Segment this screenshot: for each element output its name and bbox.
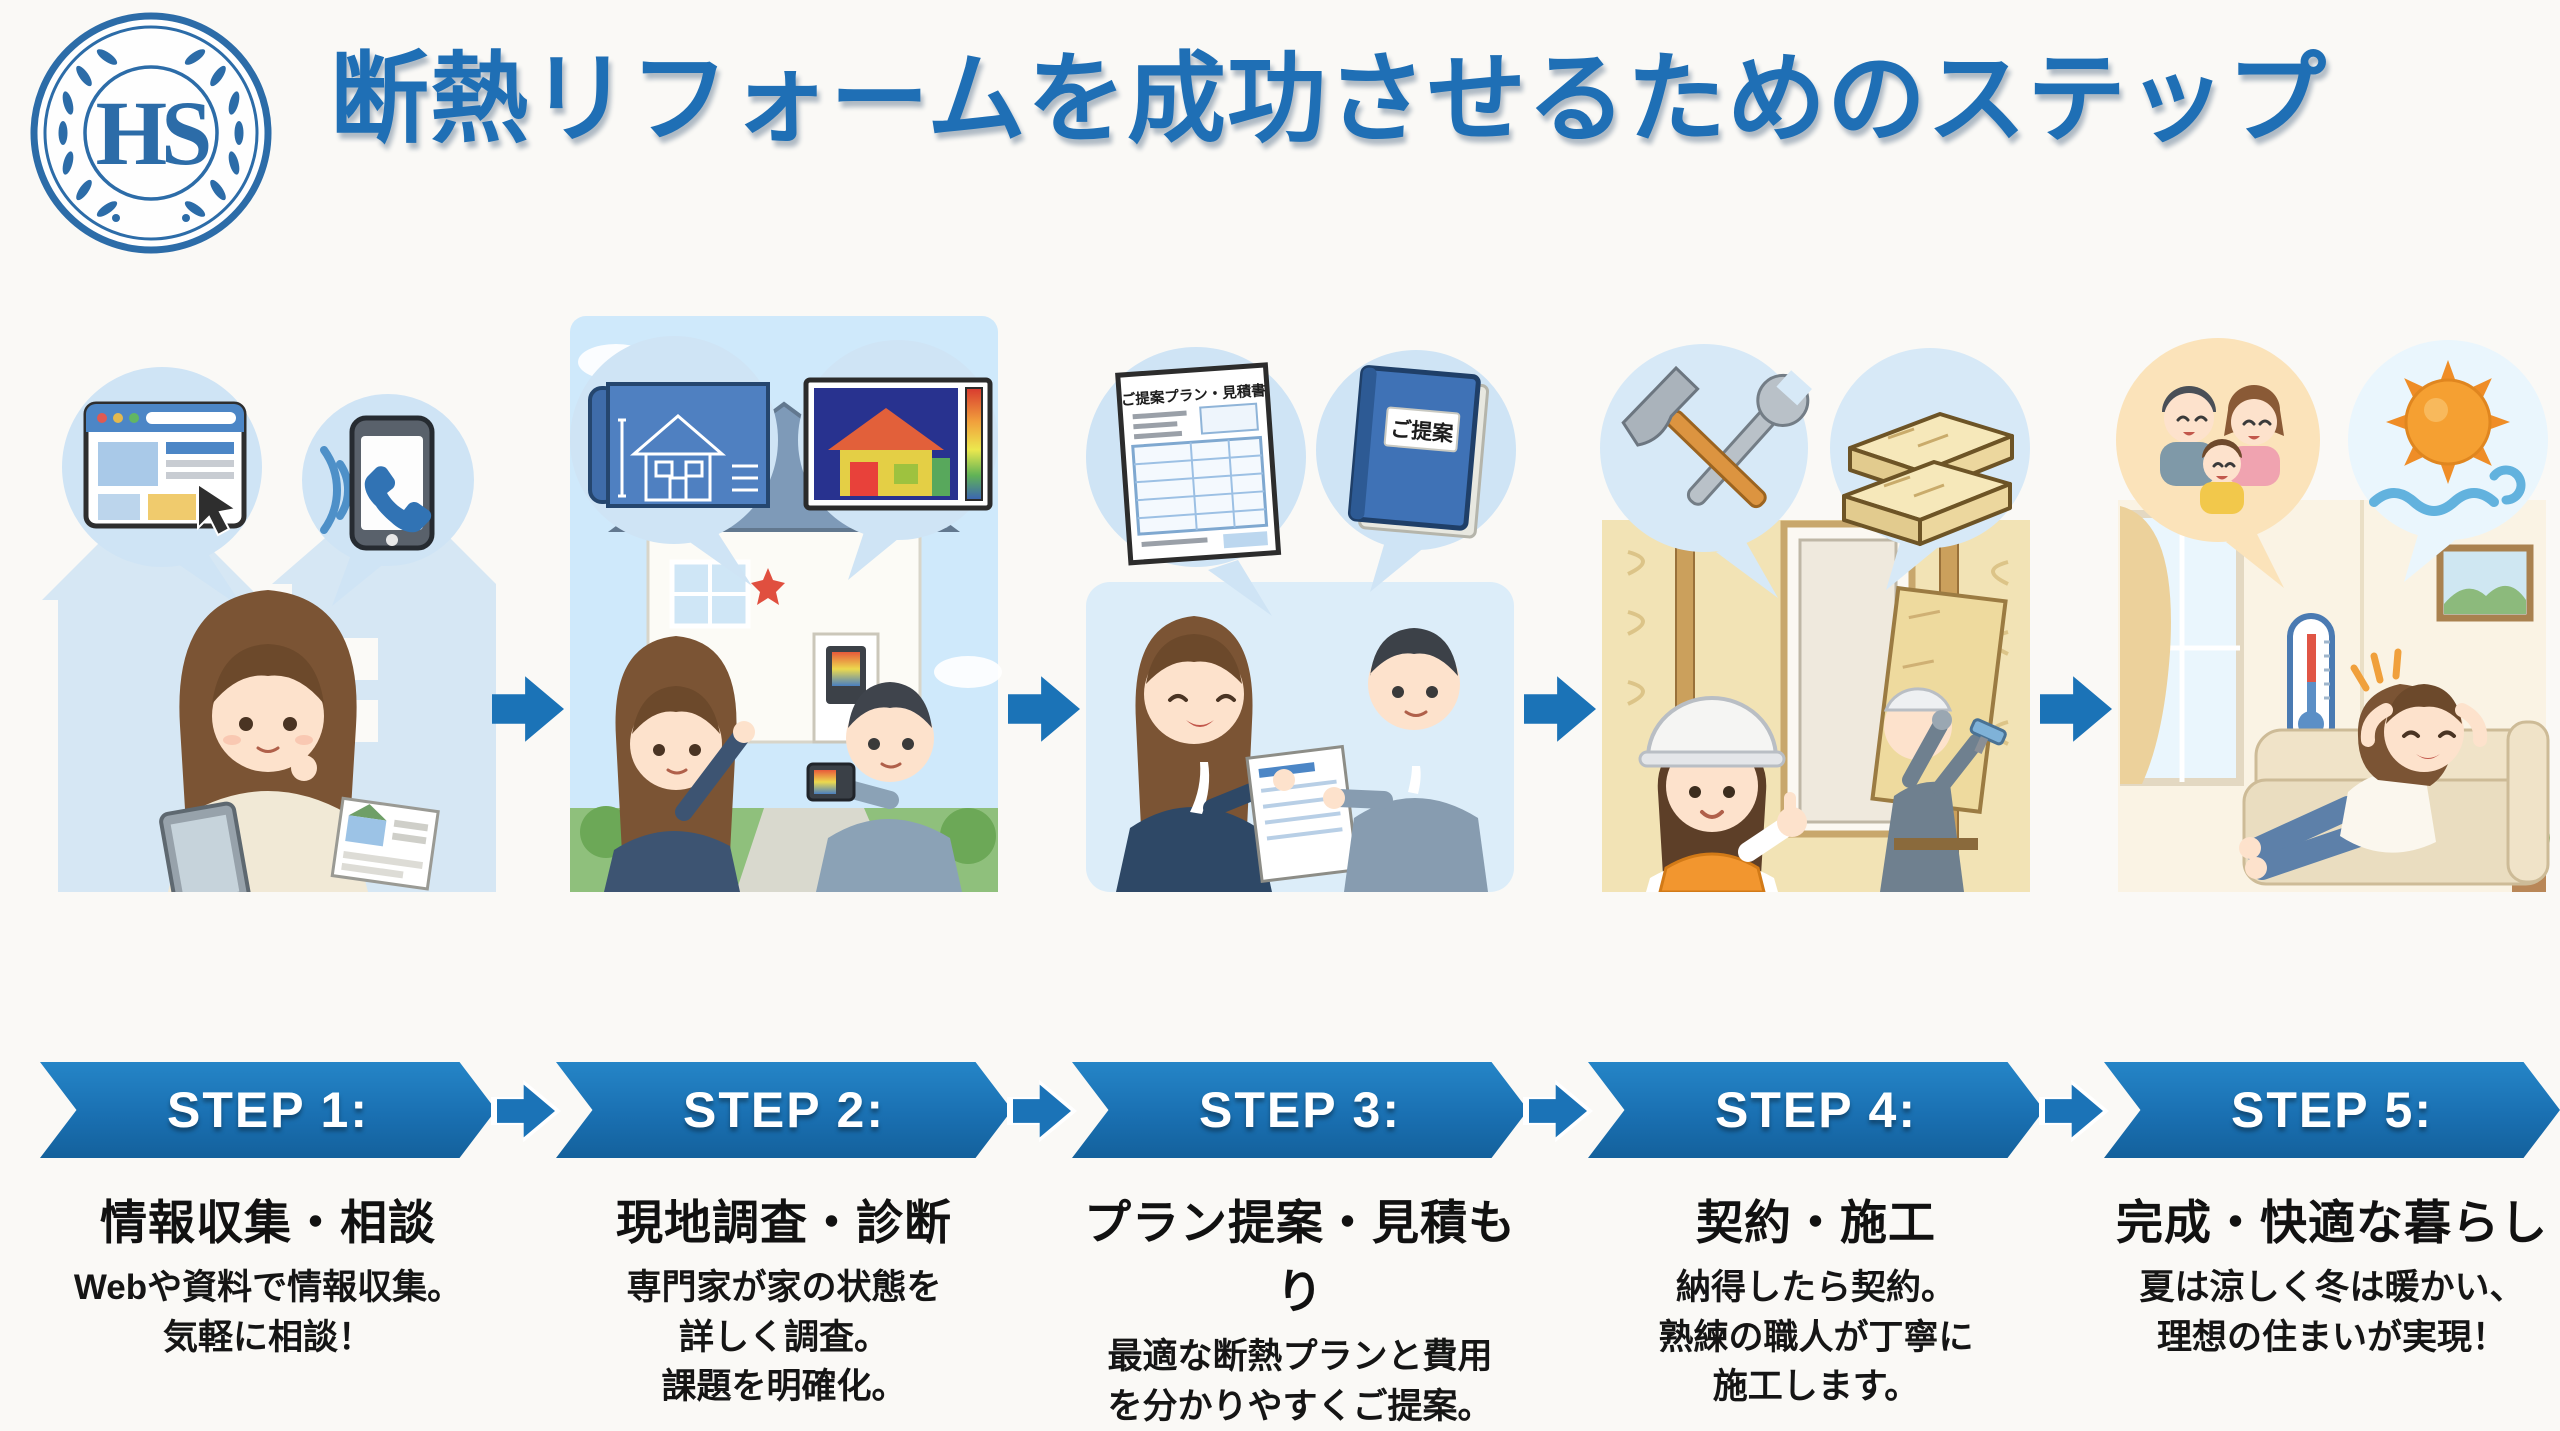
step-1-column: STEP 1: 情報収集・相談 Webや資料で情報収集。 気軽に相談！ <box>40 1062 496 1362</box>
tablet-icon <box>159 801 251 892</box>
trowel-icon <box>1969 718 2007 755</box>
flow-arrow-3 <box>1524 676 1596 742</box>
step-3-description: 最適な断熱プランと費用 を分かりやすくご提案。 <box>1107 1337 1493 1426</box>
estimate-bubble: ご提案プラン・見積書 <box>1086 347 1306 616</box>
step-5-banner: STEP 5: <box>2104 1062 2560 1158</box>
hs-logo: HS <box>30 12 272 254</box>
thermal-camera-icon <box>806 762 856 802</box>
proposal-book-icon: ご提案 <box>1347 365 1490 539</box>
step-3-banner: STEP 3: <box>1072 1062 1528 1158</box>
person-thinking <box>159 590 440 892</box>
person-presenter <box>1116 616 1360 892</box>
person-client <box>1323 628 1488 892</box>
sun-breeze-icon <box>2369 360 2526 516</box>
blueprint-icon <box>588 382 770 508</box>
person-site-manager <box>1638 696 1807 892</box>
step-2-illustration <box>556 252 1012 892</box>
step-4-description: 納得したら契約。 熟練の職人が丁寧に 施工します。 <box>1658 1268 1974 1407</box>
person-inspector <box>806 682 962 892</box>
step-5-description: 夏は涼しく冬は暖かい、 理想の住まいが実現！ <box>2139 1268 2525 1357</box>
step-2-description: 専門家が家の状態を 詳しく調査。 課題を明確化。 <box>626 1268 942 1407</box>
step-3-column: STEP 3: プラン提案・見積もり 最適な断熱プランと費用 を分かりやすくご提… <box>1072 1062 1528 1431</box>
banner-arrow-1 <box>497 1078 555 1144</box>
logo-text: HS <box>96 82 210 184</box>
person-customer <box>604 636 755 892</box>
happy-family-icon <box>2160 385 2284 514</box>
person-relaxing <box>2239 648 2488 880</box>
banner-arrow-3 <box>1529 1078 1587 1144</box>
step-4-title: 契約・施工 <box>1696 1196 1936 1249</box>
step-2-title: 現地調査・診断 <box>616 1196 952 1249</box>
step-5-banner-label: STEP 5: <box>2230 1082 2434 1138</box>
insulation-boards-icon <box>1842 412 2014 546</box>
living-room-bg <box>2118 500 2550 892</box>
step-2-banner: STEP 2: <box>556 1062 1012 1158</box>
materials-bubble <box>1830 348 2030 590</box>
proposal-book-label: ご提案 <box>1389 417 1455 446</box>
flow-arrow-4 <box>2040 676 2112 742</box>
step-1-banner-label: STEP 1: <box>166 1082 370 1138</box>
cursor-icon <box>197 482 239 537</box>
person-installer <box>1870 585 2008 892</box>
flow-arrow-1 <box>492 676 564 742</box>
estimate-doc-icon: ご提案プラン・見積書 <box>1115 362 1282 566</box>
step-2-column: STEP 2: 現地調査・診断 専門家が家の状態を 詳しく調査。 課題を明確化。 <box>556 1062 1012 1412</box>
handset-glyph <box>364 466 432 533</box>
heat-leak-mark <box>751 568 785 605</box>
step-3-banner-label: STEP 3: <box>1198 1082 1402 1138</box>
step-1-description: Webや資料で情報収集。 気軽に相談！ <box>73 1268 463 1357</box>
step-4-banner-label: STEP 4: <box>1714 1082 1918 1138</box>
comfort-bubble <box>2348 340 2548 582</box>
handed-doc-icon <box>1245 744 1360 884</box>
phone-icon <box>320 415 435 551</box>
step-1-banner: STEP 1: <box>40 1062 496 1158</box>
step-4-banner: STEP 4: <box>1588 1062 2044 1158</box>
banner-arrow-2 <box>1013 1078 1071 1144</box>
step-2-banner-label: STEP 2: <box>682 1082 886 1138</box>
step-5-title: 完成・快適な暮らし <box>2116 1196 2548 1249</box>
step-1-title: 情報収集・相談 <box>100 1196 436 1249</box>
browser-icon <box>83 401 247 537</box>
tools-bubble <box>1600 344 1812 598</box>
proposal-bubble: ご提案 <box>1316 350 1516 592</box>
brochure-icon <box>330 796 440 891</box>
web-search-bubble <box>62 367 262 610</box>
blueprint-bubble <box>570 336 778 586</box>
curtain <box>2120 506 2171 784</box>
thermal-image-icon <box>803 377 993 511</box>
thumbs-up <box>1777 792 1807 837</box>
thermal-bubble <box>798 340 998 580</box>
page-title: 断熱リフォームを成功させるためのステップ <box>330 43 2328 154</box>
step-5-column: STEP 5: 完成・快適な暮らし 夏は涼しく冬は暖かい、 理想の住まいが実現！ <box>2104 1062 2560 1362</box>
step-4-illustration <box>1588 252 2044 892</box>
step-4-column: STEP 4: 契約・施工 納得したら契約。 熟練の職人が丁寧に 施工します。 <box>1588 1062 2044 1412</box>
hammer-wrench-icon <box>1621 365 1812 509</box>
step-3-illustration: ご提案プラン・見積書 ご提案 <box>1072 252 1528 892</box>
picture-frame <box>2436 544 2534 622</box>
flow-arrow-2 <box>1008 676 1080 742</box>
phone-consult-bubble <box>302 394 474 606</box>
thermometer-icon <box>2287 613 2335 751</box>
banner-arrow-4 <box>2045 1078 2103 1144</box>
family-bubble <box>2116 338 2320 588</box>
step-3-title: プラン提案・見積もり <box>1084 1196 1516 1318</box>
laurel-wreath <box>58 49 244 222</box>
sparkle-marks <box>2350 648 2402 692</box>
step-1-illustration <box>40 252 496 892</box>
step-5-illustration <box>2104 252 2560 892</box>
